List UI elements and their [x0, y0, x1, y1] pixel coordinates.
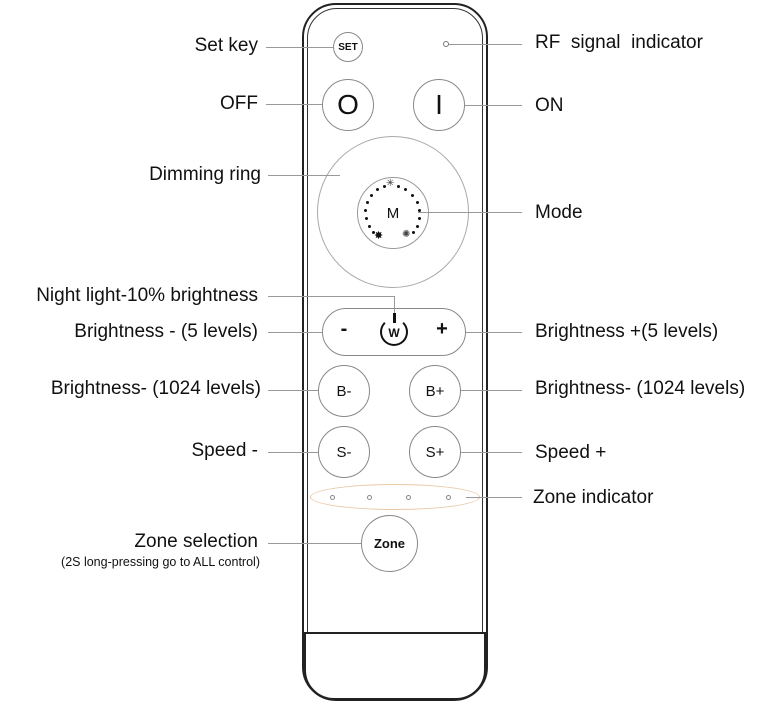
label-rf-signal: RF signal indicator — [535, 32, 703, 53]
label-brightness-minus-1024: Brightness- (1024 levels) — [50, 378, 261, 399]
leader-speed-minus — [268, 452, 318, 453]
zone-indicator-area — [310, 484, 480, 510]
leader-zone-selection — [268, 543, 361, 544]
leader-night-light — [268, 296, 394, 297]
speed-minus-button[interactable]: S- — [318, 426, 370, 478]
zone-indicator-led-2 — [367, 495, 372, 500]
brightness-minus-5-button[interactable]: - — [340, 318, 348, 340]
sun-icon-top: ✳ — [386, 178, 395, 189]
leader-brightness-plus-5 — [466, 332, 522, 333]
label-brightness-plus-5: Brightness +(5 levels) — [535, 321, 719, 342]
label-zone-indicator: Zone indicator — [533, 487, 654, 508]
leader-set-key — [266, 47, 333, 48]
brightness-minus-1024-button[interactable]: B- — [318, 365, 370, 417]
label-set-key: Set key — [194, 35, 258, 56]
mode-button[interactable]: M — [357, 177, 429, 249]
leader-mode — [418, 212, 522, 213]
set-button[interactable]: SET — [333, 32, 363, 62]
sun-icon-warm: ✸ — [374, 230, 384, 242]
night-light-label: W — [388, 326, 400, 340]
label-speed-plus: Speed + — [535, 442, 607, 463]
leader-brightness-plus-1024 — [461, 390, 522, 391]
label-zone-selection-note: (2S long-pressing go to ALL control) — [61, 555, 260, 569]
leader-on — [465, 105, 522, 106]
on-button[interactable]: I — [413, 79, 465, 131]
leader-zone-indicator — [466, 497, 522, 498]
zone-indicator-led-4 — [446, 495, 451, 500]
rf-signal-indicator — [443, 41, 449, 47]
brightness-plus-5-button[interactable]: + — [436, 318, 448, 340]
label-brightness-plus-1024: Brightness- (1024 levels) — [535, 378, 746, 399]
label-zone-selection: Zone selection — [134, 531, 258, 552]
zone-indicator-led-3 — [406, 495, 411, 500]
brightness-plus-1024-button[interactable]: B+ — [409, 365, 461, 417]
speed-plus-button[interactable]: S+ — [409, 426, 461, 478]
label-mode: Mode — [535, 202, 583, 223]
leader-speed-plus — [461, 452, 522, 453]
leader-brightness-minus-1024 — [268, 390, 318, 391]
label-speed-minus: Speed - — [191, 440, 258, 461]
remote-battery-cap — [304, 632, 486, 700]
leader-night-light-drop — [394, 296, 395, 313]
leader-rf-signal — [449, 44, 522, 45]
sun-icon-cool: ✺ — [402, 229, 411, 240]
label-dimming-ring: Dimming ring — [149, 164, 261, 185]
label-on: ON — [535, 95, 564, 116]
leader-brightness-minus-5 — [268, 332, 322, 333]
zone-indicator-led-1 — [330, 495, 335, 500]
label-off: OFF — [220, 93, 258, 114]
off-button[interactable]: O — [322, 79, 374, 131]
remote-body-outline — [302, 3, 488, 701]
leader-dimming-ring — [268, 175, 340, 176]
power-tick-icon — [393, 313, 396, 323]
label-brightness-minus-5: Brightness - (5 levels) — [74, 321, 258, 342]
leader-off — [266, 104, 322, 105]
night-light-button[interactable]: W — [380, 318, 408, 346]
label-night-light: Night light-10% brightness — [36, 285, 258, 306]
zone-button[interactable]: Zone — [361, 515, 418, 572]
